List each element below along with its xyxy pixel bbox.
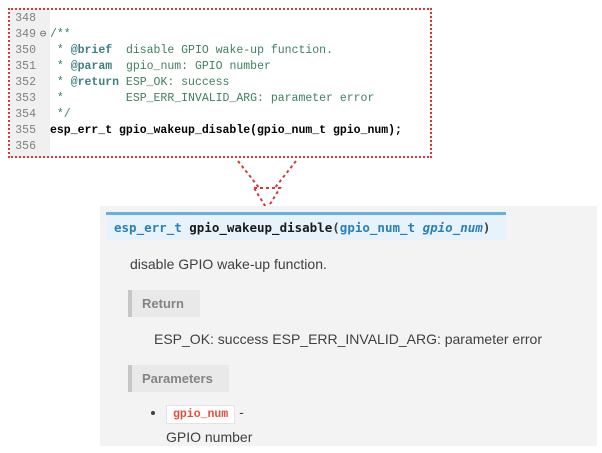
code-text: * @param gpio_num: GPIO number: [50, 60, 271, 73]
code-line: 352 * @return ESP_OK: success: [10, 75, 430, 91]
code-text: esp_err_t gpio_wakeup_disable(gpio_num_t…: [50, 124, 402, 137]
code-line: 353 * ESP_ERR_INVALID_ARG: parameter err…: [10, 91, 430, 107]
parameter-name-chip: gpio_num: [166, 405, 236, 424]
line-number[interactable]: 352: [15, 76, 36, 89]
line-number[interactable]: 353: [15, 92, 36, 105]
code-line: 355 esp_err_t gpio_wakeup_disable(gpio_nu…: [10, 123, 430, 139]
line-number[interactable]: 354: [15, 108, 36, 121]
close-paren: ): [482, 220, 491, 235]
fold-spacer: [36, 107, 50, 123]
arg-type-link[interactable]: gpio_num_t: [339, 220, 416, 235]
return-section-header: Return: [128, 290, 200, 317]
code-text: * @return ESP_OK: success: [50, 76, 230, 89]
docs-panel: esp_err_t gpio_wakeup_disable(gpio_num_t…: [100, 206, 597, 446]
return-type-link[interactable]: esp_err_t: [114, 220, 182, 235]
code-text: * ESP_ERR_INVALID_ARG: parameter error: [50, 92, 375, 105]
line-number[interactable]: 350: [15, 44, 36, 57]
code-text: */: [50, 108, 71, 121]
return-section-text: ESP_OK: success ESP_ERR_INVALID_ARG: par…: [154, 331, 542, 347]
parameters-list: gpio_num - GPIO number: [150, 404, 597, 445]
function-description: disable GPIO wake-up function.: [130, 256, 327, 272]
line-number[interactable]: 355: [15, 124, 36, 137]
parameter-separator: -: [239, 404, 244, 420]
fold-toggle-icon[interactable]: ⊖: [39, 29, 47, 41]
line-number[interactable]: 351: [15, 60, 36, 73]
fold-spacer: [36, 43, 50, 59]
code-text: /**: [50, 28, 71, 41]
dotted-arrow-down-icon: [212, 159, 322, 218]
function-name: gpio_wakeup_disable: [189, 220, 333, 235]
fold-spacer: [36, 91, 50, 107]
fold-spacer: [36, 75, 50, 91]
code-line: 356: [10, 139, 430, 155]
fold-spacer: [36, 123, 50, 139]
code-line: 349⊖/**: [10, 27, 430, 43]
parameter-description: GPIO number: [166, 429, 253, 445]
function-signature: esp_err_t gpio_wakeup_disable(gpio_num_t…: [106, 212, 506, 240]
open-paren: (: [332, 220, 340, 235]
line-number[interactable]: 348: [15, 12, 36, 25]
fold-spacer: [36, 139, 50, 155]
parameter-item: gpio_num - GPIO number: [166, 404, 597, 445]
fold-spacer: [36, 59, 50, 75]
code-line: 348: [10, 11, 430, 27]
line-number[interactable]: 349: [15, 28, 36, 41]
parameters-section-header: Parameters: [128, 365, 229, 392]
code-line: 354 */: [10, 107, 430, 123]
arg-name: gpio_num: [422, 220, 483, 235]
code-line: 350 * @brief disable GPIO wake-up functi…: [10, 43, 430, 59]
code-line: 351 * @param gpio_num: GPIO number: [10, 59, 430, 75]
code-text: * @brief disable GPIO wake-up function.: [50, 44, 333, 57]
fold-spacer: [36, 11, 50, 27]
line-number[interactable]: 356: [15, 140, 36, 153]
